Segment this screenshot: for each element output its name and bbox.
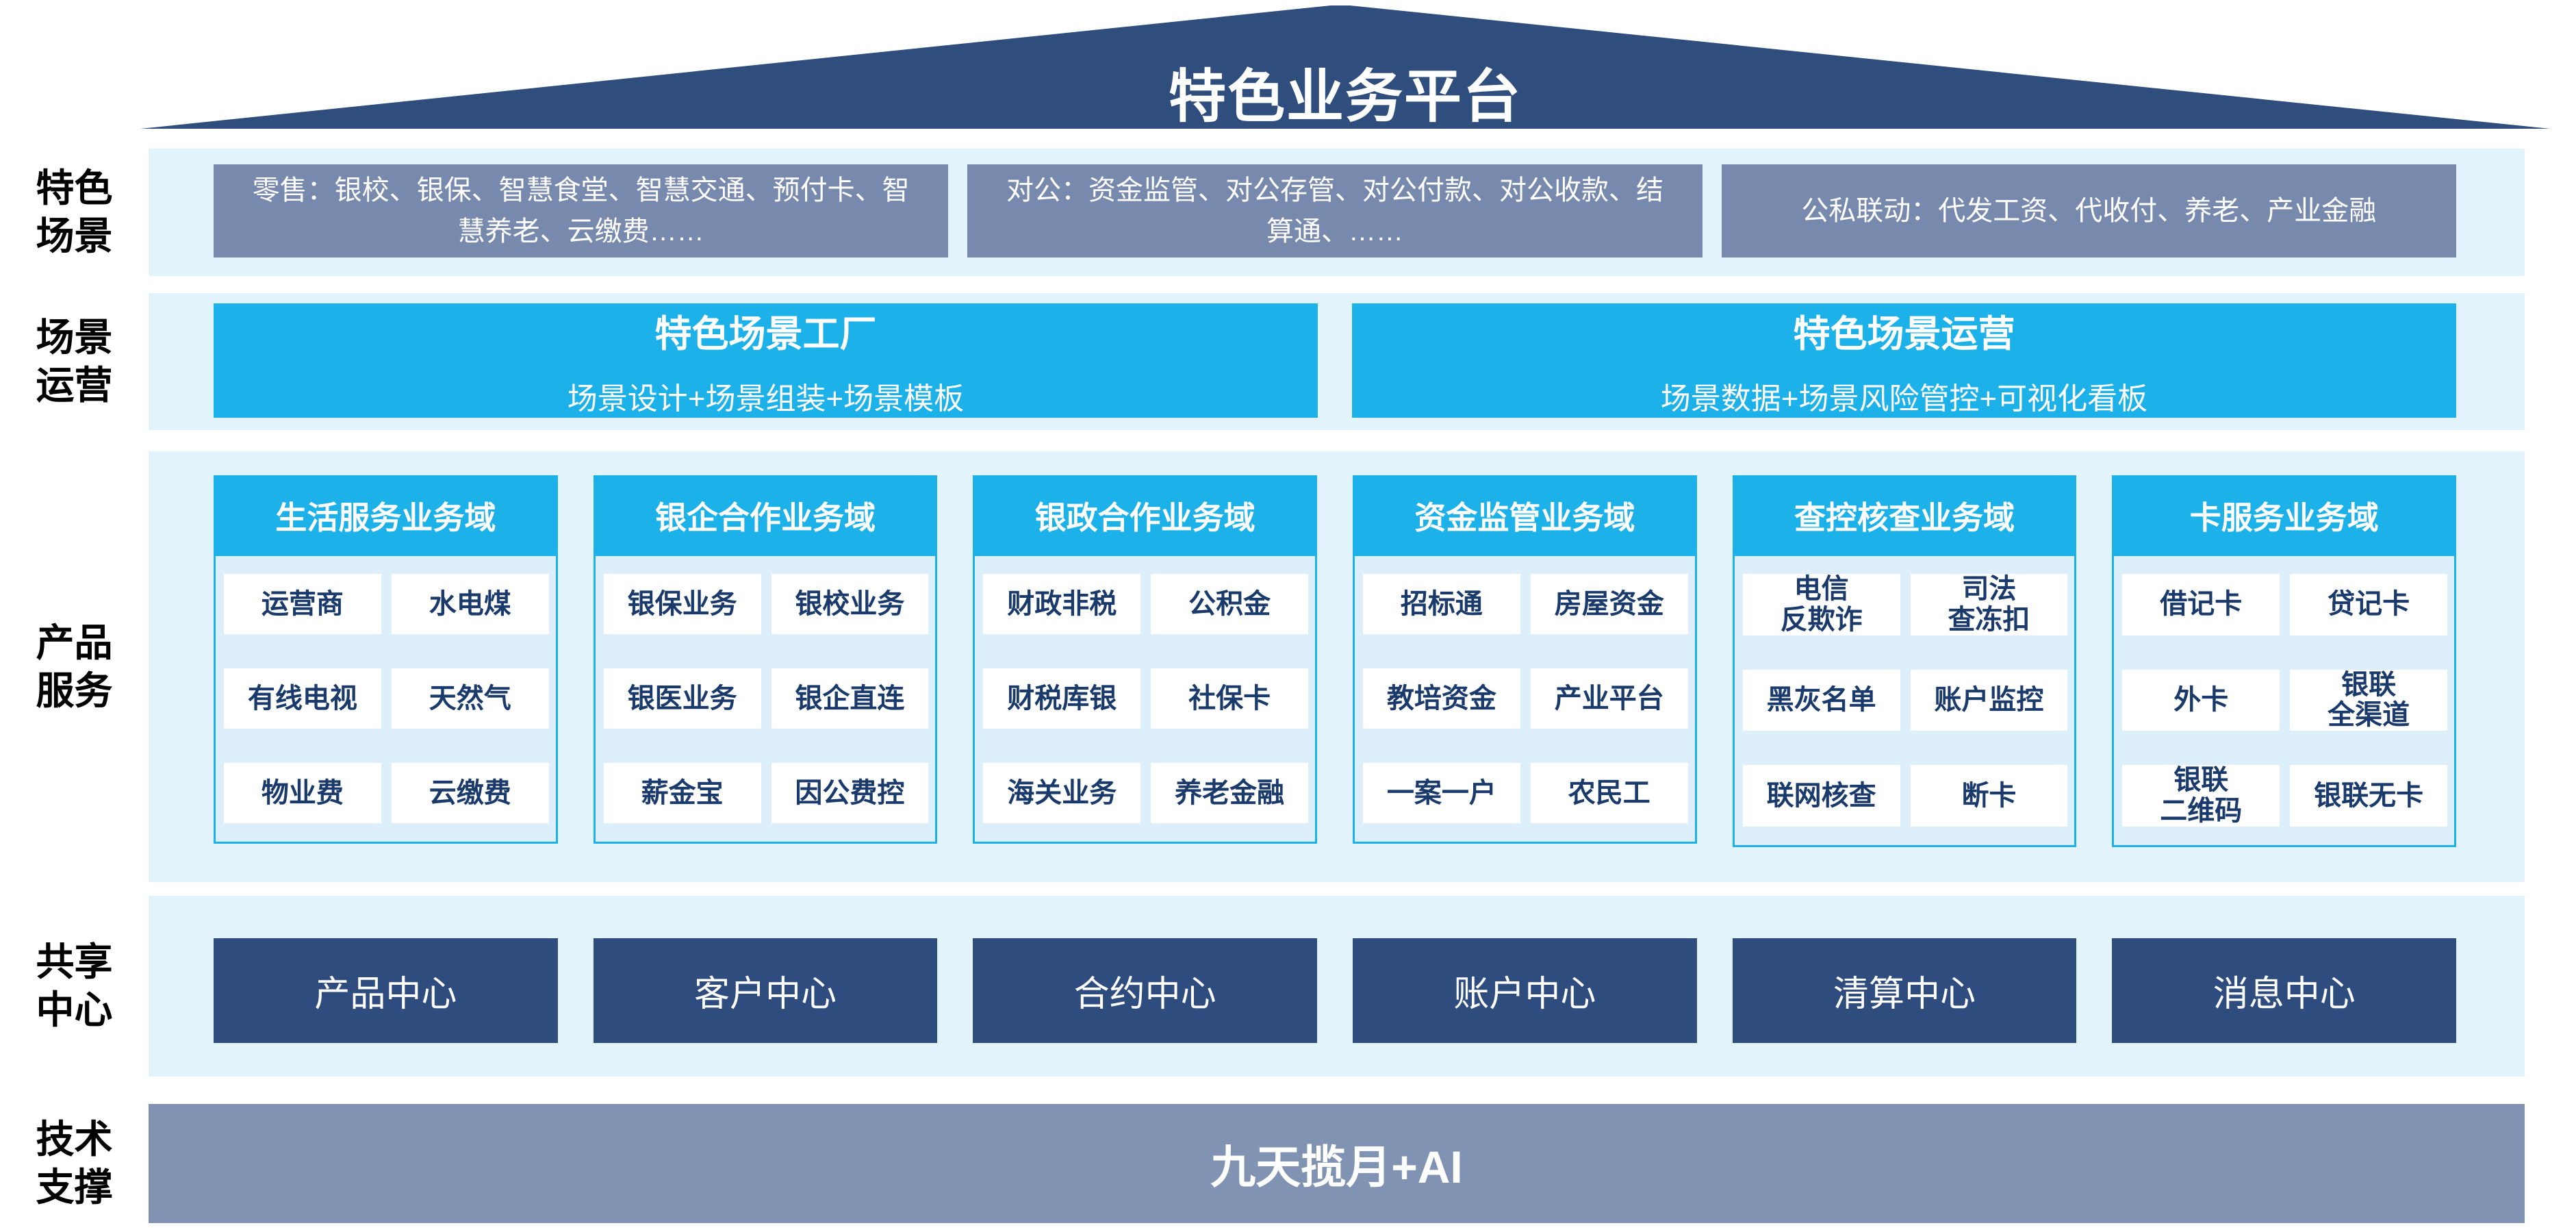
product-cell: 司法 查冻扣 xyxy=(1910,574,2068,636)
scene-row-band: 零售：银校、银保、智慧食堂、智慧交通、预付卡、智慧养老、云缴费…… 对公：资金监… xyxy=(149,149,2525,276)
row-label-product: 产品 服务 xyxy=(36,620,113,712)
product-cell: 薪金宝 xyxy=(603,763,761,823)
product-cell: 运营商 xyxy=(224,574,381,634)
product-cell: 银联 二维码 xyxy=(2122,765,2280,827)
share-center-box-message: 消息中心 xyxy=(2112,938,2457,1043)
column-body: 运营商 水电煤 有线电视 天然气 物业费 云缴费 xyxy=(214,556,558,844)
column-header: 银企合作业务域 xyxy=(593,475,938,556)
product-cell: 联网核查 xyxy=(1742,765,1900,827)
product-cell: 海关业务 xyxy=(983,763,1141,823)
row-label-share: 共享 中心 xyxy=(36,940,113,1031)
column-body: 招标通 房屋资金 教培资金 产业平台 一案一户 农民工 xyxy=(1353,556,1697,844)
operation-row-band: 特色场景工厂 场景设计+场景组装+场景模板 特色场景运营 场景数据+场景风险管控… xyxy=(149,293,2525,430)
share-center-box-product: 产品中心 xyxy=(214,938,558,1043)
column-header: 查控核查业务域 xyxy=(1732,475,2077,556)
product-column-card-service: 卡服务业务域 借记卡 贷记卡 外卡 银联 全渠道 银联 二维码 银联无卡 xyxy=(2112,475,2457,847)
column-body: 借记卡 贷记卡 外卡 银联 全渠道 银联 二维码 银联无卡 xyxy=(2112,556,2457,847)
column-header: 资金监管业务域 xyxy=(1353,475,1697,556)
column-body: 银保业务 银校业务 银医业务 银企直连 薪金宝 因公费控 xyxy=(593,556,938,844)
product-cell: 农民工 xyxy=(1530,763,1688,823)
share-center-box-customer: 客户中心 xyxy=(593,938,938,1043)
product-cell: 黑灰名单 xyxy=(1742,669,1900,731)
product-column-life-service: 生活服务业务域 运营商 水电煤 有线电视 天然气 物业费 云缴费 xyxy=(214,475,558,844)
scene-box-corporate: 对公：资金监管、对公存管、对公付款、对公收款、结算通、…… xyxy=(967,164,1703,257)
product-cell: 外卡 xyxy=(2122,669,2280,731)
product-cell: 招标通 xyxy=(1363,574,1520,634)
product-column-bank-government: 银政合作业务域 财政非税 公积金 财税库银 社保卡 海关业务 养老金融 xyxy=(973,475,1318,844)
product-cell: 银保业务 xyxy=(603,574,761,634)
product-cell: 天然气 xyxy=(391,668,549,729)
operation-box-factory: 特色场景工厂 场景设计+场景组装+场景模板 xyxy=(214,303,1318,418)
product-cell: 财税库银 xyxy=(983,668,1141,729)
product-cell: 银联 全渠道 xyxy=(2290,669,2448,731)
product-cell: 公积金 xyxy=(1151,574,1309,634)
product-row-band: 生活服务业务域 运营商 水电煤 有线电视 天然气 物业费 云缴费 银企合作业务域… xyxy=(149,451,2525,882)
operation-box-title: 特色场景工厂 xyxy=(654,314,877,355)
product-cell: 账户监控 xyxy=(1910,669,2068,731)
product-cell: 教培资金 xyxy=(1363,668,1520,729)
product-cell: 养老金融 xyxy=(1151,763,1309,823)
product-column-bank-enterprise: 银企合作业务域 银保业务 银校业务 银医业务 银企直连 薪金宝 因公费控 xyxy=(593,475,938,844)
scene-box-linkage: 公私联动：代发工资、代收付、养老、产业金融 xyxy=(1721,164,2456,257)
row-label-tech: 技术 支撑 xyxy=(36,1118,113,1209)
product-cell: 物业费 xyxy=(224,763,381,823)
column-body: 电信 反欺诈 司法 查冻扣 黑灰名单 账户监控 联网核查 断卡 xyxy=(1732,556,2077,847)
row-label-operation: 场景 运营 xyxy=(36,316,113,407)
share-center-box-clearing: 清算中心 xyxy=(1732,938,2077,1043)
operation-box-subtitle: 场景数据+场景风险管控+可视化看板 xyxy=(1660,382,2148,416)
product-column-fund-supervision: 资金监管业务域 招标通 房屋资金 教培资金 产业平台 一案一户 农民工 xyxy=(1353,475,1697,844)
scene-box-retail: 零售：银校、银保、智慧食堂、智慧交通、预付卡、智慧养老、云缴费…… xyxy=(214,164,949,257)
product-cell: 有线电视 xyxy=(224,668,381,729)
product-column-inquiry-control: 查控核查业务域 电信 反欺诈 司法 查冻扣 黑灰名单 账户监控 联网核查 断卡 xyxy=(1732,475,2077,847)
operation-box-title: 特色场景运营 xyxy=(1793,314,2015,355)
product-cell: 银联无卡 xyxy=(2290,765,2448,827)
product-cell: 银医业务 xyxy=(603,668,761,729)
column-header: 生活服务业务域 xyxy=(214,475,558,556)
product-cell: 财政非税 xyxy=(983,574,1141,634)
product-cell: 水电煤 xyxy=(391,574,549,634)
product-cell: 借记卡 xyxy=(2122,574,2280,636)
product-cell: 因公费控 xyxy=(771,763,929,823)
product-cell: 云缴费 xyxy=(391,763,549,823)
page-title: 特色业务平台 xyxy=(1168,64,1522,129)
tech-support-bar: 九天揽月+AI xyxy=(149,1104,2525,1223)
share-center-box-account: 账户中心 xyxy=(1353,938,1697,1043)
column-header: 卡服务业务域 xyxy=(2112,475,2457,556)
product-cell: 银校业务 xyxy=(771,574,929,634)
product-cell: 贷记卡 xyxy=(2290,574,2448,636)
column-header: 银政合作业务域 xyxy=(973,475,1318,556)
operation-box-operation: 特色场景运营 场景数据+场景风险管控+可视化看板 xyxy=(1352,303,2456,418)
product-cell: 银企直连 xyxy=(771,668,929,729)
share-row-band: 产品中心 客户中心 合约中心 账户中心 清算中心 消息中心 xyxy=(149,896,2525,1077)
share-center-box-contract: 合约中心 xyxy=(973,938,1318,1043)
row-label-scene: 特色 场景 xyxy=(36,166,113,257)
product-cell: 断卡 xyxy=(1910,765,2068,827)
roof-banner: 特色业务平台 xyxy=(140,5,2550,129)
column-body: 财政非税 公积金 财税库银 社保卡 海关业务 养老金融 xyxy=(973,556,1318,844)
operation-box-subtitle: 场景设计+场景组装+场景模板 xyxy=(567,382,965,416)
product-cell: 电信 反欺诈 xyxy=(1742,574,1900,636)
product-cell: 房屋资金 xyxy=(1530,574,1688,634)
product-cell: 一案一户 xyxy=(1363,763,1520,823)
product-cell: 产业平台 xyxy=(1530,668,1688,729)
product-cell: 社保卡 xyxy=(1151,668,1309,729)
